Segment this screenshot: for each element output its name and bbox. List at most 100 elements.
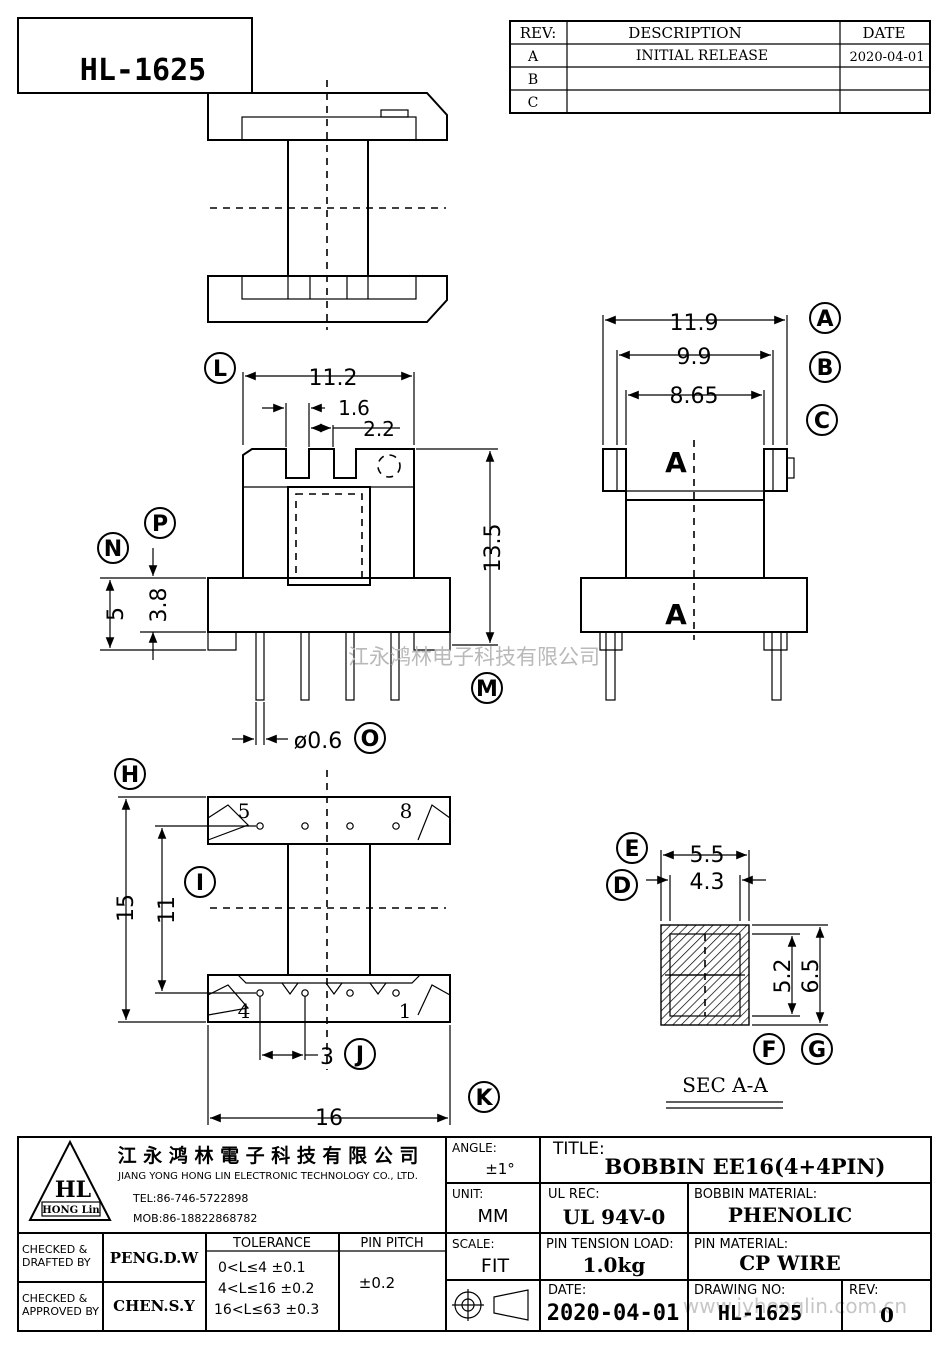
callout-i-label: I [196, 871, 204, 896]
callouts: A B C L P N M O H I J K E D F G [97, 302, 841, 1113]
company-mob: MOB:86-18822868782 [133, 1212, 257, 1225]
callout-o-label: O [361, 727, 380, 752]
pin-material-value: CP WIRE [739, 1251, 841, 1275]
tolerance-row-3: 16<L≤63 ±0.3 [214, 1302, 319, 1318]
callout-b: B [809, 351, 841, 383]
logo-sub: HONG Lin [42, 1205, 100, 1216]
callout-p-label: P [152, 512, 168, 537]
revision-table: REV: DESCRIPTION DATE A INITIAL RELEASE … [509, 20, 931, 114]
callout-g-label: G [808, 1038, 826, 1063]
section-title: SEC A-A [682, 1073, 768, 1097]
section-mark-bottom: A [665, 598, 687, 631]
drafted-label-1: CHECKED & [22, 1243, 88, 1256]
rev-row-a-desc: INITIAL RELEASE [636, 48, 768, 64]
rev-row-a: A [527, 49, 539, 65]
logo-text: HL [55, 1177, 91, 1203]
dim-sec-inner-h: 5.2 [771, 959, 796, 994]
callout-c-label: C [814, 409, 830, 434]
company-name-en: JIANG YONG HONG LIN ELECTRONIC TECHNOLOG… [117, 1171, 418, 1182]
tension-value: 1.0kg [583, 1253, 646, 1277]
dim-pin-pitch: 3 [320, 1045, 334, 1070]
dim-slot-width: 1.6 [338, 396, 370, 420]
callout-l: L [204, 352, 236, 384]
material-value: PHENOLIC [728, 1203, 852, 1227]
callout-d: D [606, 869, 638, 901]
callout-h: H [114, 758, 146, 790]
pin-material-label: PIN MATERIAL: [694, 1237, 788, 1252]
callout-f-label: F [761, 1038, 776, 1063]
material-label: BOBBIN MATERIAL: [694, 1187, 817, 1202]
dim-sec-inner-w: 4.3 [690, 870, 725, 895]
tolerance-row-1: 0<L≤4 ±0.1 [218, 1260, 306, 1276]
unit-value: MM [477, 1206, 508, 1227]
scale-value: FIT [481, 1255, 510, 1277]
dim-front-width: 11.2 [309, 366, 358, 391]
callout-j: J [344, 1038, 376, 1070]
company-tel: TEL:86-746-5722898 [132, 1192, 248, 1205]
dim-flange-height: 5 [104, 607, 129, 621]
front-view: 11.2 1.6 2.2 13.5 5 3.8 ø0.6 [100, 366, 506, 754]
rev-header: REV: [520, 24, 557, 42]
dim-height: 13.5 [481, 524, 506, 573]
callout-g: G [801, 1033, 833, 1065]
part-number: HL-1625 [80, 53, 206, 88]
callout-d-label: D [613, 874, 631, 899]
company-logo: HL HONG Lin [28, 1139, 112, 1221]
dim-flange-inner: 3.8 [147, 588, 172, 623]
section-a-a: 5.5 4.3 5.2 6.5 SEC A-A [646, 843, 828, 1109]
pin-label-8: 8 [400, 799, 413, 823]
dim-side-outer: 11.9 [670, 311, 719, 336]
watermark-cn: 江永鸿林电子科技有限公司 [348, 645, 600, 669]
dim-bottom-inner: 11 [155, 896, 180, 924]
rev-value: 0 [880, 1303, 894, 1327]
pin-pitch-label: PIN PITCH [360, 1236, 423, 1251]
company-name-cn: 江 永 鸿 林 電 子 科 技 有 限 公 司 [118, 1144, 419, 1167]
ul-label: UL REC: [548, 1187, 600, 1202]
callout-f: F [753, 1033, 785, 1065]
callout-e: E [616, 832, 648, 864]
dim-pin-dia: ø0.6 [294, 729, 342, 754]
approved-by: CHEN.S.Y [113, 1297, 195, 1315]
pin-label-5: 5 [238, 799, 251, 823]
callout-j-label: J [354, 1043, 364, 1068]
angle-label: ANGLE: [452, 1141, 497, 1155]
scale-label: SCALE: [452, 1237, 495, 1251]
callout-a-label: A [816, 307, 833, 332]
title-block: HL HONG Lin 江 永 鸿 林 電 子 科 技 有 限 公 司 JIAN… [17, 1136, 932, 1332]
date-label: DATE: [548, 1283, 586, 1298]
dim-side-inner: 8.65 [670, 384, 719, 409]
pin-label-4: 4 [238, 999, 251, 1023]
drawing-no-label: DRAWING NO: [694, 1283, 785, 1298]
date-value: 2020-04-01 [547, 1301, 679, 1326]
dim-side-mid: 9.9 [677, 345, 712, 370]
callout-p: P [144, 507, 176, 539]
title-value: BOBBIN EE16(4+4PIN) [605, 1154, 886, 1179]
unit-label: UNIT: [452, 1187, 483, 1201]
callout-a: A [809, 302, 841, 334]
dim-sec-outer-h: 6.5 [799, 959, 824, 994]
approved-label-1: CHECKED & [22, 1292, 88, 1305]
callout-n-label: N [104, 537, 122, 562]
top-view [207, 80, 448, 330]
callout-o: O [354, 722, 386, 754]
callout-l-label: L [213, 357, 227, 382]
drafted-label-2: DRAFTED BY [22, 1256, 91, 1269]
pin-label-1: 1 [399, 999, 412, 1023]
bottom-view: 5 8 4 1 15 11 3 16 [114, 770, 451, 1131]
callout-h-label: H [121, 763, 139, 788]
projection-symbol-icon [452, 1289, 529, 1321]
callout-i: I [184, 866, 216, 898]
tension-label: PIN TENSION LOAD: [546, 1237, 674, 1252]
title-label: TITLE: [552, 1139, 605, 1159]
part-number-box: HL-1625 [17, 17, 253, 94]
angle-value: ±1° [485, 1160, 515, 1178]
callout-m: M [471, 672, 503, 704]
callout-n: N [97, 532, 129, 564]
ul-value: UL 94V-0 [563, 1205, 666, 1229]
callout-c: C [806, 404, 838, 436]
dim-bottom-height: 15 [114, 894, 139, 922]
description-header: DESCRIPTION [628, 24, 741, 42]
dim-slot-pitch: 2.2 [363, 417, 395, 441]
drawing-no-value: HL-1625 [718, 1301, 802, 1325]
